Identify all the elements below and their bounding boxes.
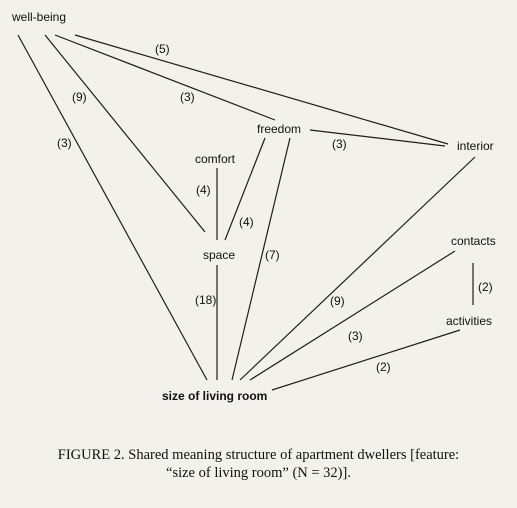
edge-wellbeing-living — [17, 34, 208, 381]
node-size-of-living-room: size of living room — [162, 389, 267, 403]
edge-activities-living — [271, 329, 461, 391]
edge-interior-living — [239, 156, 476, 381]
weight-contacts-living: (3) — [348, 329, 363, 343]
weight-contacts-activities: (2) — [478, 280, 493, 294]
edge-wellbeing-freedom — [54, 34, 276, 121]
weight-interior-living: (9) — [330, 294, 345, 308]
weight-comfort-space: (4) — [196, 183, 211, 197]
weight-activities-living: (2) — [376, 360, 391, 374]
caption-line-1: FIGURE 2. Shared meaning structure of ap… — [57, 447, 460, 463]
weight-wellbeing-interior: (5) — [155, 42, 170, 56]
caption-line-2: “size of living room” (N = 32)]. — [166, 465, 351, 481]
weight-space-living: (18) — [195, 293, 216, 307]
weight-wellbeing-freedom: (3) — [180, 90, 195, 104]
meaning-structure-diagram: well-being freedom interior comfort spac… — [11, 10, 496, 403]
edge-freedom-living — [231, 137, 291, 381]
edge-freedom-interior — [309, 129, 446, 147]
weight-wellbeing-space: (9) — [72, 90, 87, 104]
node-interior: interior — [457, 139, 494, 153]
node-well-being: well-being — [11, 10, 66, 24]
edge-freedom-space — [224, 137, 266, 241]
weight-wellbeing-living: (3) — [57, 136, 72, 150]
figure-caption: FIGURE 2. Shared meaning structure of ap… — [0, 446, 517, 482]
node-contacts: contacts — [451, 234, 496, 248]
node-activities: activities — [446, 314, 492, 328]
node-space: space — [203, 248, 235, 262]
weight-freedom-living: (7) — [265, 248, 280, 262]
node-freedom: freedom — [257, 122, 301, 136]
node-comfort: comfort — [195, 152, 236, 166]
edge-wellbeing-interior — [74, 34, 449, 145]
weight-freedom-interior: (3) — [332, 137, 347, 151]
edge-contacts-living — [249, 250, 456, 381]
edge-wellbeing-space — [44, 34, 206, 233]
weight-freedom-space: (4) — [239, 215, 254, 229]
